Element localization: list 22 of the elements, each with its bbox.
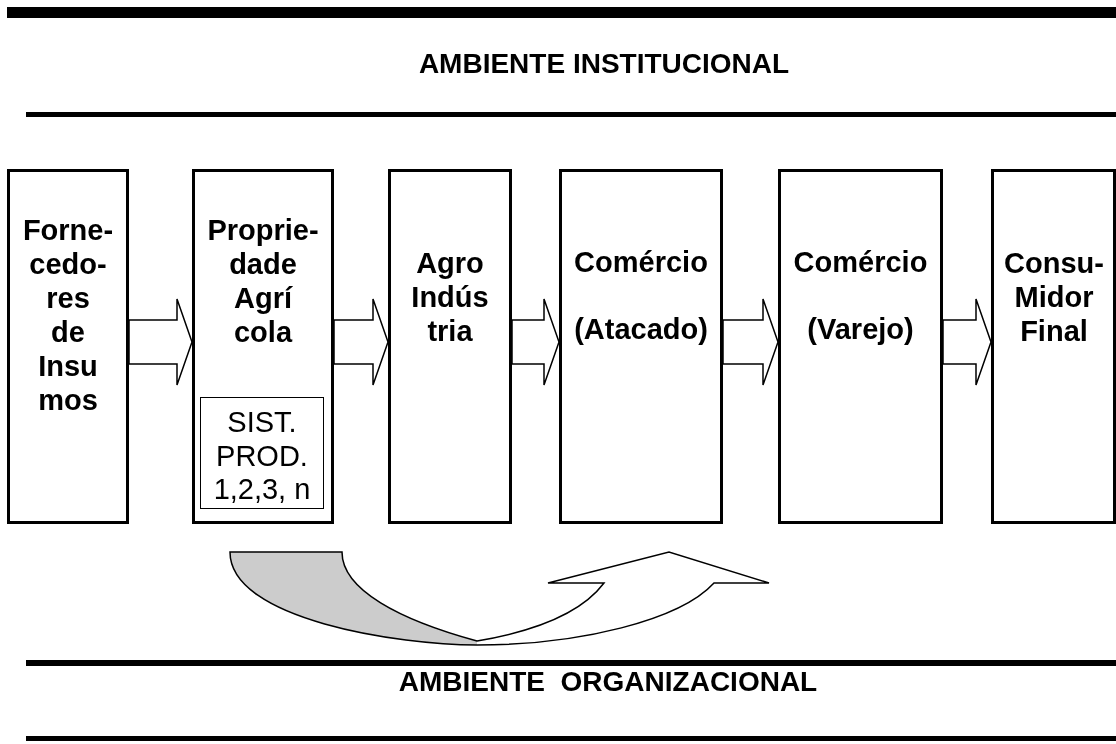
- block-arrow: [333, 298, 389, 386]
- inner-box: [200, 397, 324, 509]
- box-label: Proprie- dade Agrí cola: [206, 213, 320, 349]
- block-arrow: [128, 298, 193, 386]
- process-box: [7, 169, 129, 524]
- block-arrow: [722, 298, 779, 386]
- process-box: [778, 169, 943, 524]
- process-box: [991, 169, 1116, 524]
- band-heading: AMBIENTE ORGANIZACIONAL: [397, 666, 819, 698]
- curved-block-arrow: [229, 551, 770, 646]
- block-arrow: [942, 298, 992, 386]
- box-label: Comércio (Atacado): [573, 245, 709, 347]
- box-label: Agro Indús tria: [410, 246, 490, 348]
- process-box: [192, 169, 334, 524]
- box-label: SIST. PROD. 1,2,3, n: [212, 406, 312, 507]
- block-arrow: [511, 298, 560, 386]
- process-box: [559, 169, 723, 524]
- box-label: Forne- cedo- res de Insu mos: [21, 213, 115, 417]
- box-label: Consu- Midor Final: [1003, 246, 1105, 348]
- process-box: [388, 169, 512, 524]
- box-label: Comércio (Varejo): [792, 245, 929, 347]
- band-heading: AMBIENTE INSTITUCIONAL: [417, 48, 791, 80]
